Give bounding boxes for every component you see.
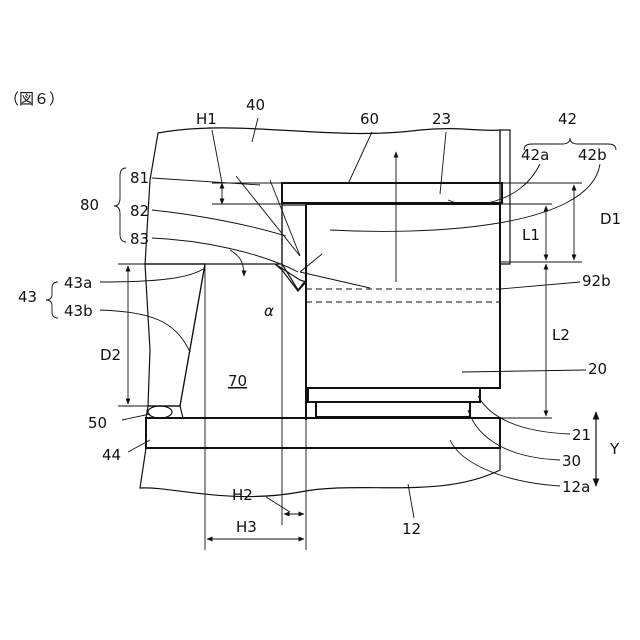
- leader-43a: [100, 268, 205, 282]
- label-60: 60: [360, 110, 379, 128]
- leader-92b: [500, 282, 580, 289]
- label-83: 83: [130, 230, 149, 248]
- leader-42b: [330, 164, 600, 231]
- leader-12a: [450, 440, 560, 486]
- member-40-body: [145, 128, 500, 265]
- leader-23: [440, 132, 446, 194]
- leader-70-arrow: [230, 250, 244, 276]
- figure-label: （図６）: [4, 90, 64, 108]
- line-81-b: [270, 180, 300, 256]
- label-40: 40: [246, 96, 265, 114]
- label-21: 21: [572, 426, 591, 444]
- bracket-43: [46, 282, 58, 318]
- label-h2: H2: [232, 486, 253, 504]
- part-21: [308, 388, 480, 402]
- label-42a: 42a: [521, 146, 549, 164]
- leader-81: [152, 178, 260, 185]
- label-20: 20: [588, 360, 607, 378]
- label-43b: 43b: [64, 302, 93, 320]
- part-30: [316, 402, 470, 417]
- line-83-b: [300, 254, 322, 272]
- plate-12-body: [140, 448, 500, 497]
- wall-43-44: [145, 264, 205, 406]
- wall-43b-edge: [180, 264, 205, 406]
- label-70: 70: [228, 372, 247, 390]
- part-50: [148, 406, 172, 418]
- leader-42a: [448, 164, 540, 204]
- leader-12: [408, 484, 414, 518]
- line-81: [236, 176, 300, 256]
- leader-h2: [266, 497, 290, 512]
- label-y: Y: [609, 440, 620, 458]
- label-d1: D1: [600, 210, 621, 228]
- label-92b: 92b: [582, 272, 611, 290]
- label-30: 30: [562, 452, 581, 470]
- label-82: 82: [130, 202, 149, 220]
- label-42: 42: [558, 110, 577, 128]
- label-43a: 43a: [64, 274, 92, 292]
- label-81: 81: [130, 169, 149, 187]
- leader-83: [152, 238, 298, 272]
- label-12a: 12a: [562, 478, 590, 496]
- leader-60: [348, 132, 372, 184]
- label-d2: D2: [100, 346, 121, 364]
- label-50: 50: [88, 414, 107, 432]
- label-43: 43: [18, 288, 37, 306]
- leader-21: [478, 396, 570, 434]
- label-h3: H3: [236, 518, 257, 536]
- leader-40: [252, 118, 258, 142]
- plate-12-dense: [146, 418, 500, 448]
- leader-h1: [212, 130, 222, 183]
- leader-20: [462, 370, 586, 372]
- label-80: 80: [80, 196, 99, 214]
- label-42b: 42b: [578, 146, 607, 164]
- bracket-80: [114, 168, 126, 242]
- label-alpha: α: [264, 302, 274, 320]
- label-23: 23: [432, 110, 451, 128]
- label-h1: H1: [196, 110, 217, 128]
- label-12: 12: [402, 520, 421, 538]
- line-83-a: [300, 272, 370, 288]
- part-60: [282, 183, 502, 203]
- part-80-seal: [282, 205, 306, 290]
- label-l1: L1: [522, 226, 540, 244]
- label-44: 44: [102, 446, 121, 464]
- label-l2: L2: [552, 326, 570, 344]
